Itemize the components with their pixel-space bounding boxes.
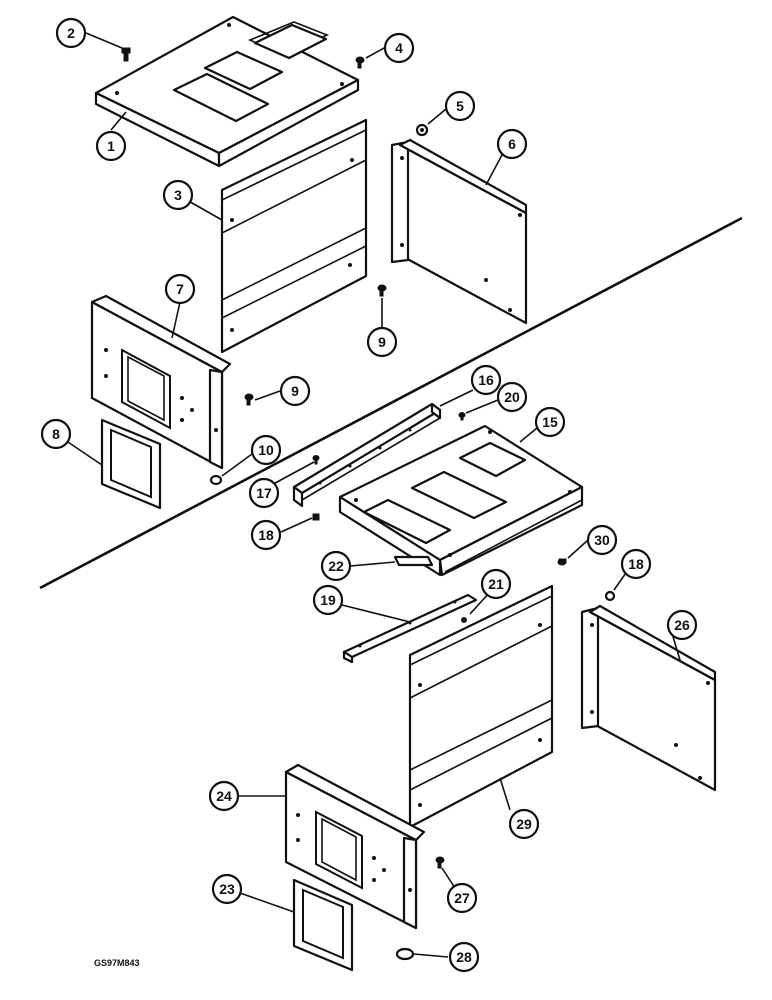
svg-text:28: 28	[456, 949, 472, 965]
part-2-bolt	[121, 47, 131, 62]
svg-text:7: 7	[176, 281, 184, 297]
part-27-screw	[435, 856, 445, 869]
part-3-front-panel	[220, 118, 368, 354]
svg-text:3: 3	[174, 187, 182, 203]
callout-7: 7	[164, 273, 196, 305]
callout-10: 10	[250, 434, 282, 466]
svg-text:20: 20	[504, 389, 520, 405]
svg-text:30: 30	[594, 532, 610, 548]
part-23-gasket	[292, 878, 354, 972]
part-16-rail	[292, 402, 442, 508]
svg-text:5: 5	[456, 98, 464, 114]
part-24-left-bracket	[284, 763, 426, 930]
svg-text:24: 24	[216, 788, 232, 804]
part-9-screw-upper	[377, 284, 387, 297]
callout-29: 29	[508, 808, 540, 840]
callout-15: 15	[534, 406, 566, 438]
callout-19: 19	[312, 584, 344, 616]
part-19-rail	[342, 593, 478, 664]
svg-text:4: 4	[395, 40, 403, 56]
part-29-front-panel	[408, 584, 554, 829]
part-1-top-cover	[94, 15, 360, 168]
leader-lines	[55, 32, 681, 958]
callout-18-upper: 18	[250, 519, 282, 551]
part-30-screw	[557, 558, 567, 566]
callout-16: 16	[470, 364, 502, 396]
part-10-grommet	[209, 474, 223, 486]
svg-text:26: 26	[674, 617, 690, 633]
svg-text:9: 9	[378, 334, 386, 350]
part-15-lower-cover	[338, 424, 584, 577]
part-4-screw	[355, 56, 365, 69]
svg-text:18: 18	[258, 527, 274, 543]
part-8-gasket	[100, 418, 162, 510]
svg-text:19: 19	[320, 592, 336, 608]
svg-text:15: 15	[542, 414, 558, 430]
callout-8: 8	[40, 418, 72, 450]
part-6-side-panel	[390, 138, 528, 325]
callout-4: 4	[383, 32, 415, 64]
svg-text:16: 16	[478, 372, 494, 388]
callout-5: 5	[444, 90, 476, 122]
callout-18-lower: 18	[620, 548, 652, 580]
part-20-screw	[458, 412, 466, 421]
part-28-grommet	[395, 947, 415, 961]
svg-text:18: 18	[628, 556, 644, 572]
callout-27: 27	[446, 882, 478, 914]
callout-17: 17	[248, 477, 280, 509]
divider-line	[39, 216, 743, 590]
callout-30: 30	[586, 524, 618, 556]
callout-3: 3	[162, 179, 194, 211]
part-5-nut	[415, 123, 429, 137]
callout-23: 23	[211, 873, 243, 905]
svg-text:6: 6	[508, 136, 516, 152]
svg-text:8: 8	[52, 426, 60, 442]
svg-text:21: 21	[488, 576, 504, 592]
svg-text:17: 17	[256, 485, 272, 501]
svg-text:1: 1	[107, 138, 115, 154]
callout-22: 22	[320, 550, 352, 582]
callout-9-upper: 9	[366, 326, 398, 358]
callout-28: 28	[448, 941, 480, 973]
part-17-screw	[312, 455, 320, 465]
part-9-screw-lower	[244, 393, 254, 406]
callout-21: 21	[480, 568, 512, 600]
callout-1: 1	[95, 130, 127, 162]
svg-text:23: 23	[219, 881, 235, 897]
svg-text:9: 9	[291, 383, 299, 399]
part-18-nut-upper	[312, 513, 320, 521]
svg-text:10: 10	[258, 442, 274, 458]
part-26-side-panel	[580, 604, 717, 792]
callout-2: 2	[55, 17, 87, 49]
svg-text:29: 29	[516, 816, 532, 832]
callout-20: 20	[496, 381, 528, 413]
part-18-nut-lower	[604, 590, 616, 602]
callout-26: 26	[666, 609, 698, 641]
part-22-plate	[393, 555, 434, 567]
callout-24: 24	[208, 780, 240, 812]
part-21-screw	[461, 617, 467, 623]
svg-text:27: 27	[454, 890, 470, 906]
figure-code: GS97M843	[94, 958, 140, 968]
svg-text:22: 22	[328, 558, 344, 574]
callout-9-lower: 9	[279, 375, 311, 407]
callout-6: 6	[496, 128, 528, 160]
svg-text:2: 2	[67, 25, 75, 41]
part-7-left-bracket	[90, 294, 232, 470]
